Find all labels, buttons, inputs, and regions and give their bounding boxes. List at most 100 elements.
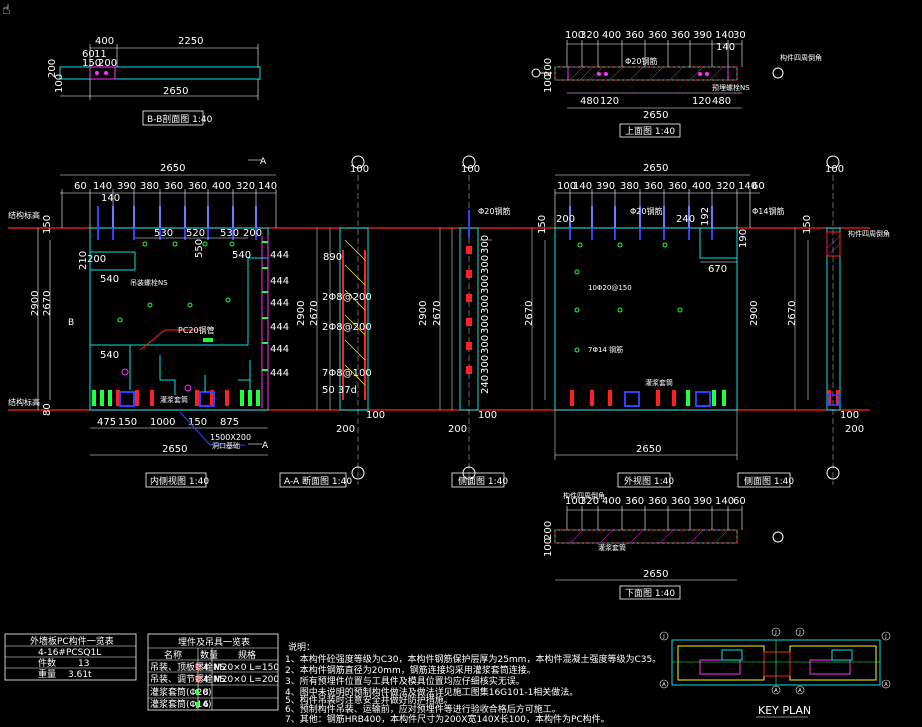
outer-dim-190: 190 — [738, 229, 749, 248]
outer-label-rebar: Φ20钢筋 — [630, 206, 662, 216]
inner-side-80: 80 — [42, 403, 53, 416]
top-dim-3: 400 — [602, 30, 621, 41]
side-top-100: 100 — [461, 164, 480, 175]
table1-row1-label: 件数 — [38, 657, 56, 669]
note-1: 1、本构件砼强度等级为C30，本构件钢筋保护层厚为25mm，本构件混凝土强度等级… — [285, 653, 661, 665]
table2-r1-qty: 4 — [203, 663, 209, 673]
inner-label-base: 1500X200 — [210, 433, 251, 442]
table1-title: 外墙板PC构件一览表 — [30, 635, 114, 647]
table2-r1-name: 吊装、顶板螺栓NS — [150, 661, 226, 673]
bottom-dim-1: 100 — [565, 496, 584, 507]
outer-label-green1: 10Φ20@150 — [588, 284, 632, 292]
top-dim-140: 140 — [716, 42, 735, 53]
bottom-dim-total: 2650 — [643, 569, 668, 580]
inner-title: 内侧视图 1:40 — [150, 475, 209, 487]
table1-row1-val: 13 — [78, 659, 89, 669]
top-bot-4: 480 — [712, 96, 731, 107]
outer-top-1: 100 — [557, 181, 576, 192]
inner-side-2900: 2900 — [30, 291, 41, 316]
notes-block: 说明： 1、本构件砼强度等级为C30，本构件钢筋保护层厚为25mm，本构件混凝土… — [285, 641, 661, 725]
kp-marker-7: A — [798, 688, 802, 694]
inner-bot-5: 875 — [220, 417, 239, 428]
outer-top-3: 390 — [596, 181, 615, 192]
outer-top-7: 400 — [692, 181, 711, 192]
outer-view: 10Φ20@150 7Φ14 钢筋 灌浆套筒 Φ20钢筋 Φ14钢筋 2650 … — [524, 163, 784, 488]
bb-small-1: 60 — [82, 49, 95, 60]
right-bot-200: 200 — [845, 424, 864, 435]
inner-mid-4: 200 — [243, 228, 262, 239]
top-side-2: 100 — [543, 74, 554, 93]
table1-row0: 4-16#PCSQ1L — [38, 648, 101, 658]
right-title: 侧面图 1:40 — [744, 475, 794, 487]
key-plan: J J J J A A A A KEY PLAN — [659, 627, 891, 718]
top-bot-1: 480 — [580, 96, 599, 107]
kp-marker-4: J — [884, 634, 886, 640]
inner-top-5: 360 — [164, 181, 183, 192]
table2-h3: 规格 — [238, 649, 256, 661]
embed-table: 埋件及吊具一览表 名称 数量 规格 吊装、顶板螺栓NS 4 M20×0 L=15… — [147, 633, 279, 711]
kp-marker-2: J — [774, 630, 776, 636]
inner-label-bolt: 吊装螺栓NS — [130, 278, 168, 287]
aa-2670: 2670 — [309, 301, 320, 326]
note-7: 7、其他：钢筋HRB400，本构件尺寸为200X宽140X长100，本构件为PC… — [285, 713, 610, 725]
outer-top-6: 360 — [668, 181, 687, 192]
inner-side-2670: 2670 — [42, 291, 53, 316]
bottom-side-2: 100 — [543, 538, 554, 557]
top-bot-3: 120 — [692, 96, 711, 107]
aa-text-4: 7Φ8@100 — [322, 368, 372, 379]
table2-r1-spec: M20×0 L=150 — [214, 663, 279, 673]
bottom-dim-2: 320 — [580, 496, 599, 507]
top-dim-2: 320 — [580, 30, 599, 41]
inner-side-444-2: 444 — [270, 276, 289, 287]
inner-top-4: 380 — [140, 181, 159, 192]
aa-2900: 2900 — [296, 301, 307, 326]
inner-bot-1: 475 — [97, 417, 116, 428]
aa-top: 100 — [350, 164, 369, 175]
bottom-label1: 构件四周倒角 — [563, 491, 605, 500]
side-bot-200: 200 — [448, 424, 467, 435]
top-dim-9: 30 — [733, 30, 746, 41]
inner-top-9: 140 — [258, 181, 277, 192]
bb-side-2: 100 — [54, 74, 65, 93]
bottom-dim-7: 390 — [693, 496, 712, 507]
inner-left-540b: 540 — [232, 250, 251, 261]
table2-r3-name: 灌浆套筒(Φ20) — [150, 686, 212, 698]
inner-top-8: 320 — [236, 181, 255, 192]
bb-section-view: 400 2250 60 11 150 200 2650 200 100 B-B剖… — [47, 36, 261, 126]
side-cell-4: 300 — [480, 295, 491, 314]
notes-title: 说明： — [288, 641, 315, 653]
table2-h2: 数量 — [200, 649, 218, 661]
outer-top-10: 60 — [752, 181, 765, 192]
note-4: 4、图中未说明的预制构件做法及做法详见施工图集16G101-1相关做法。 — [285, 686, 578, 698]
table1-row2-label: 重量 — [38, 668, 56, 680]
table2-r2-name: 吊装、调节螺栓NS — [150, 673, 226, 685]
inner-mid-2: 520 — [186, 228, 205, 239]
top-dim-7: 390 — [693, 30, 712, 41]
inner-side-444-4: 444 — [270, 322, 289, 333]
outer-bot-total: 2650 — [636, 444, 661, 455]
bb-dim-top-1: 400 — [95, 36, 114, 47]
outer-side-2670: 2670 — [524, 301, 535, 326]
aa-text-1: 2Φ8@200 — [322, 292, 372, 303]
bottom-side-1: 200 — [543, 521, 554, 540]
inner-mid-1: 530 — [154, 228, 173, 239]
right-top-100: 100 — [825, 164, 844, 175]
bb-small-4: 200 — [98, 58, 117, 69]
right-2670: 2670 — [787, 301, 798, 326]
component-table: 外墙板PC构件一览表 4-16#PCSQ1L 件数 13 重量 3.61t — [4, 633, 137, 681]
inner-side-150: 150 — [42, 215, 53, 234]
kp-marker-1: J — [662, 634, 664, 640]
table2-title: 埋件及吊具一览表 — [178, 636, 250, 648]
top-dim-1: 100 — [565, 30, 584, 41]
right-label: 构件四周倒角 — [848, 229, 890, 238]
inner-left-540a: 540 — [100, 274, 119, 285]
inner-side-444-5: 444 — [270, 344, 289, 355]
keyplan-title: KEY PLAN — [758, 704, 811, 717]
kp-marker-5: A — [662, 682, 666, 688]
note-2: 2、本构件钢筋直径为20mm，钢筋连接均采用灌浆套筒连接。 — [285, 664, 536, 676]
inner-view: 444 444 444 444 444 444 PC20钢管 — [30, 157, 289, 488]
side-bot-100: 100 — [478, 410, 497, 421]
inner-left-540c: 540 — [100, 350, 119, 361]
inner-left-210: 210 — [78, 251, 89, 270]
